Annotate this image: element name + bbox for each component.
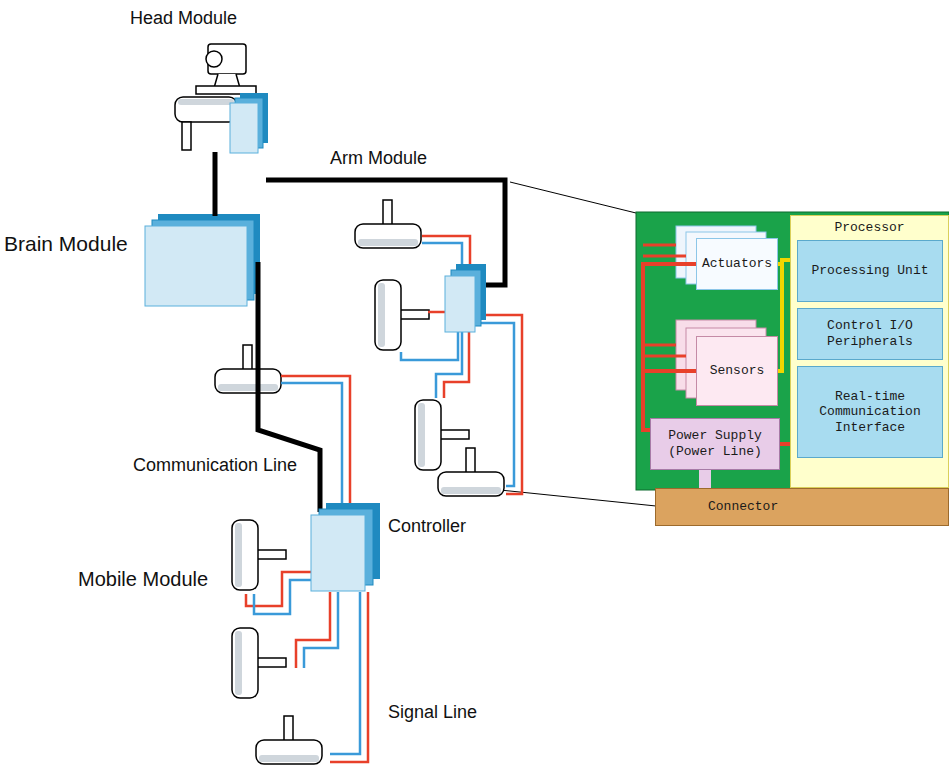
power-supply-box: Power Supply (Power Line) xyxy=(650,418,780,470)
module-label: Signal Line xyxy=(388,702,477,723)
power-stub xyxy=(643,355,686,358)
module-label: Head Module xyxy=(130,8,237,29)
communication-interface-box: Real-time Communication Interface xyxy=(797,366,943,458)
camera-lens xyxy=(206,51,222,67)
board-line xyxy=(643,264,696,430)
mobile-controller xyxy=(311,503,380,591)
head-motor xyxy=(178,99,234,105)
module-label: Arm Module xyxy=(330,148,427,169)
module-label: Communication Line xyxy=(133,455,297,476)
node-text: Actuators xyxy=(702,256,772,272)
actuator-box: Actuators xyxy=(696,238,778,290)
node-text: Real-time Communication Interface xyxy=(802,389,938,436)
signal-line xyxy=(401,236,522,494)
module-label: Brain Module xyxy=(4,232,128,256)
mobile-steer-motor xyxy=(256,716,322,764)
power-stub xyxy=(643,344,676,347)
head-motor xyxy=(175,97,237,122)
brain-controller xyxy=(145,214,260,306)
module-label: Mobile Module xyxy=(78,568,208,591)
mobile-wheel-motor xyxy=(232,628,286,698)
head-motor-shaft xyxy=(182,122,191,150)
sensor-box: Sensors xyxy=(696,336,778,406)
connector-block: Connector xyxy=(655,488,949,526)
leader-line xyxy=(500,490,656,506)
arm-motor xyxy=(355,200,421,248)
power-stub xyxy=(643,255,686,258)
leader-line xyxy=(510,182,636,213)
arm-motor xyxy=(375,280,429,350)
mobile-wheel-motor xyxy=(232,520,286,590)
signal-line xyxy=(246,376,368,762)
arm-motor xyxy=(415,400,469,470)
processing-unit-box: Processing Unit xyxy=(797,240,943,302)
node-text: Power Supply (Power Line) xyxy=(655,428,775,459)
brain-motor xyxy=(215,345,281,393)
node-text: Processing Unit xyxy=(811,263,928,279)
processor-panel: ProcessorProcessing UnitControl I/O Peri… xyxy=(790,215,949,488)
board-line xyxy=(778,260,790,371)
circuit-board xyxy=(636,212,949,490)
io-peripheral-box: Control I/O Peripherals xyxy=(797,308,943,360)
head-controller xyxy=(230,93,268,153)
board-line xyxy=(699,470,711,488)
board-line xyxy=(780,442,790,446)
power-stub xyxy=(643,244,676,247)
node-text: Sensors xyxy=(710,363,765,379)
arm-motor xyxy=(438,448,504,496)
module-label: Controller xyxy=(388,516,466,537)
arm-controller xyxy=(445,264,486,332)
node-text: Processor xyxy=(834,220,904,236)
node-text: Control I/O Peripherals xyxy=(802,318,938,349)
node-text: Connector xyxy=(708,499,778,515)
camera-base xyxy=(196,86,256,94)
